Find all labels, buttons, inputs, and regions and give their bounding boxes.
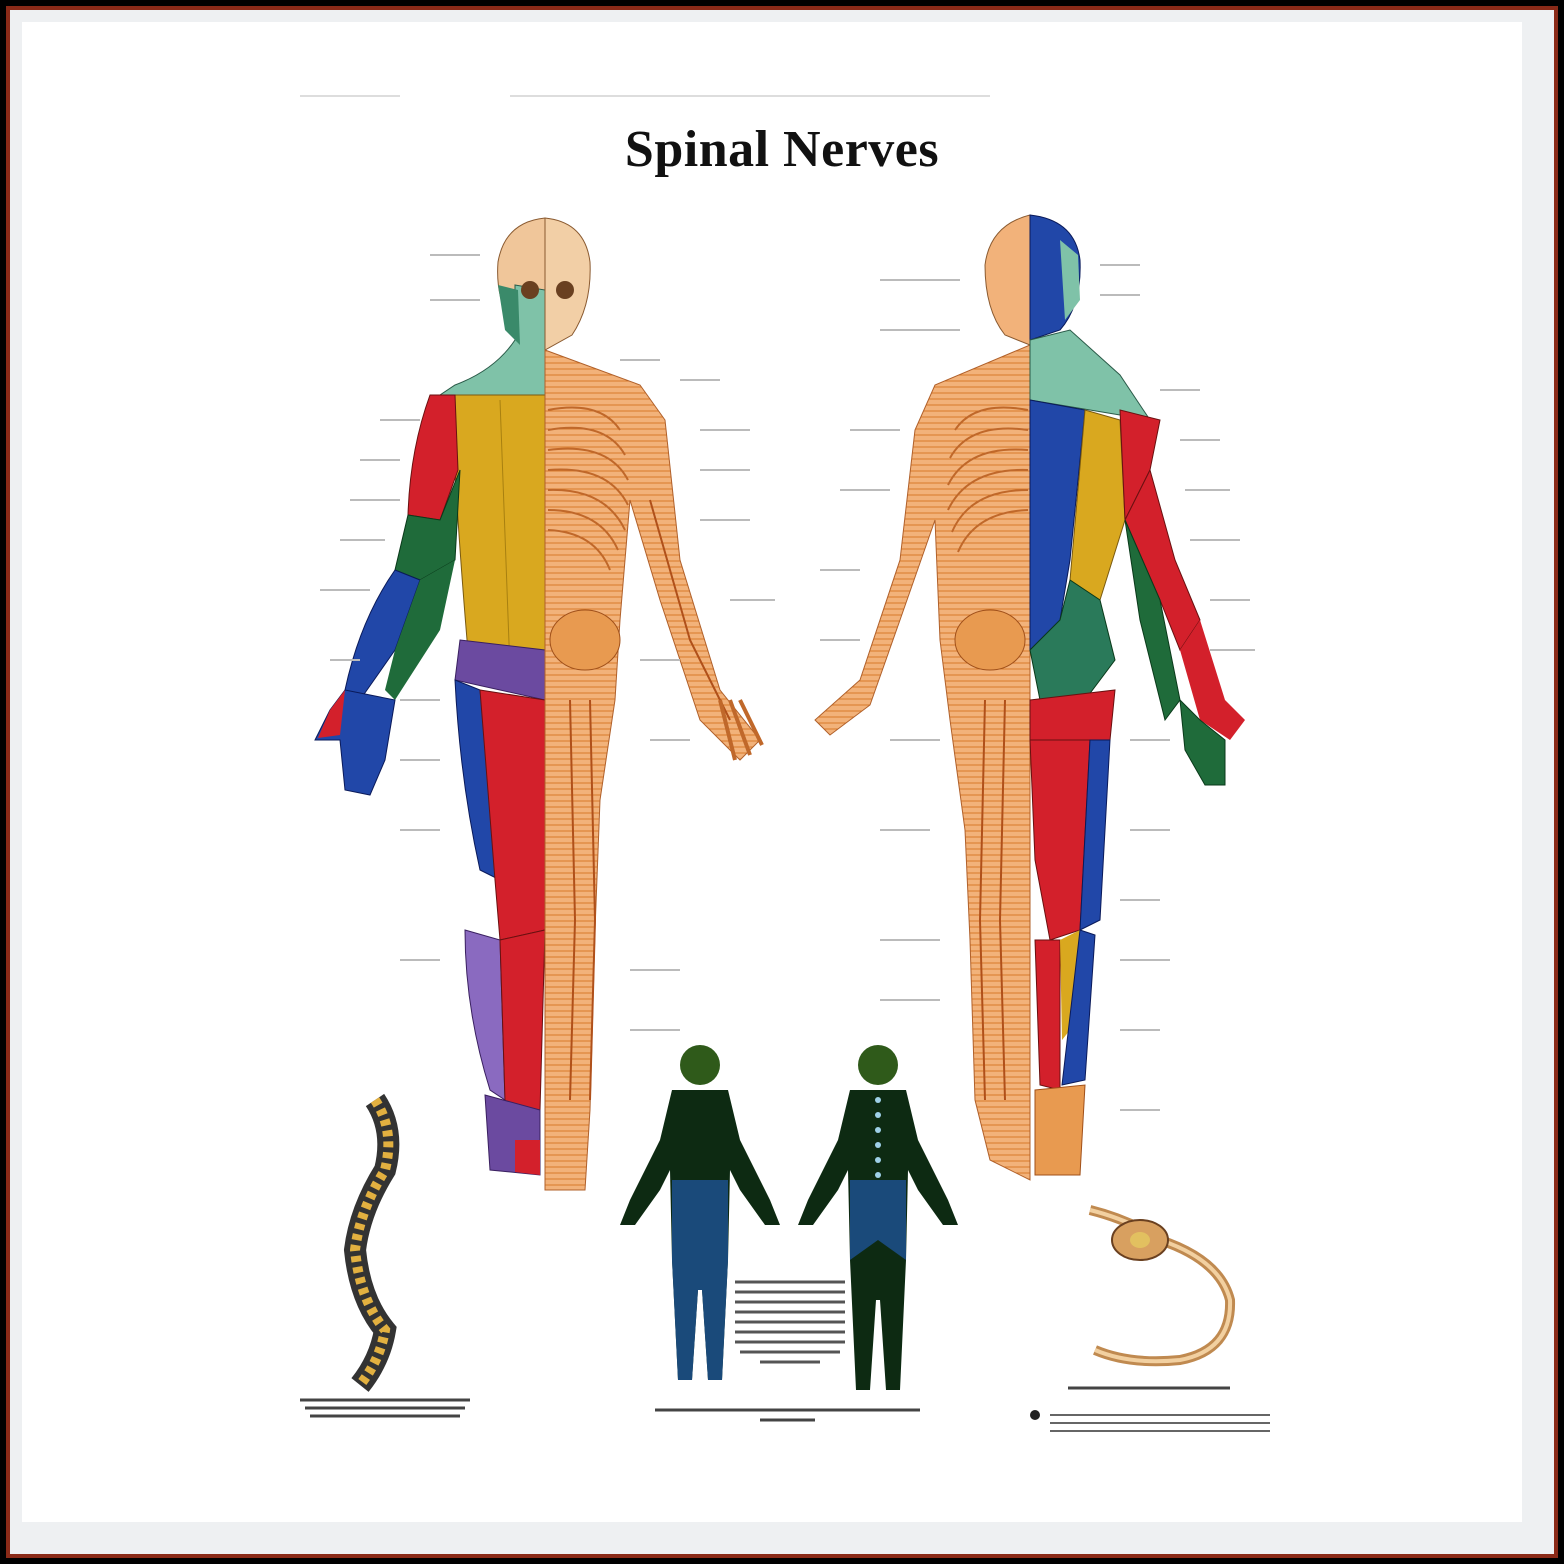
center-caption-lines	[655, 1408, 920, 1422]
spinal-column-caption-lines	[300, 1398, 470, 1418]
publisher-imprint	[1030, 1410, 1270, 1432]
anterior-body-figure-icon	[314, 217, 764, 1191]
center-legend-text-block	[735, 1280, 845, 1364]
label-leader-lines	[320, 254, 1255, 1111]
spinal-nerve-cross-section-icon	[1088, 1205, 1236, 1367]
small-back-silhouette-icon	[798, 1045, 958, 1390]
posterior-body-figure-icon	[814, 214, 1245, 1181]
poster-sheet	[22, 22, 1522, 1522]
poster-title: Spinal Nerves	[624, 121, 940, 178]
small-front-silhouette-icon	[620, 1045, 780, 1380]
spinal-column-icon	[343, 1093, 400, 1392]
